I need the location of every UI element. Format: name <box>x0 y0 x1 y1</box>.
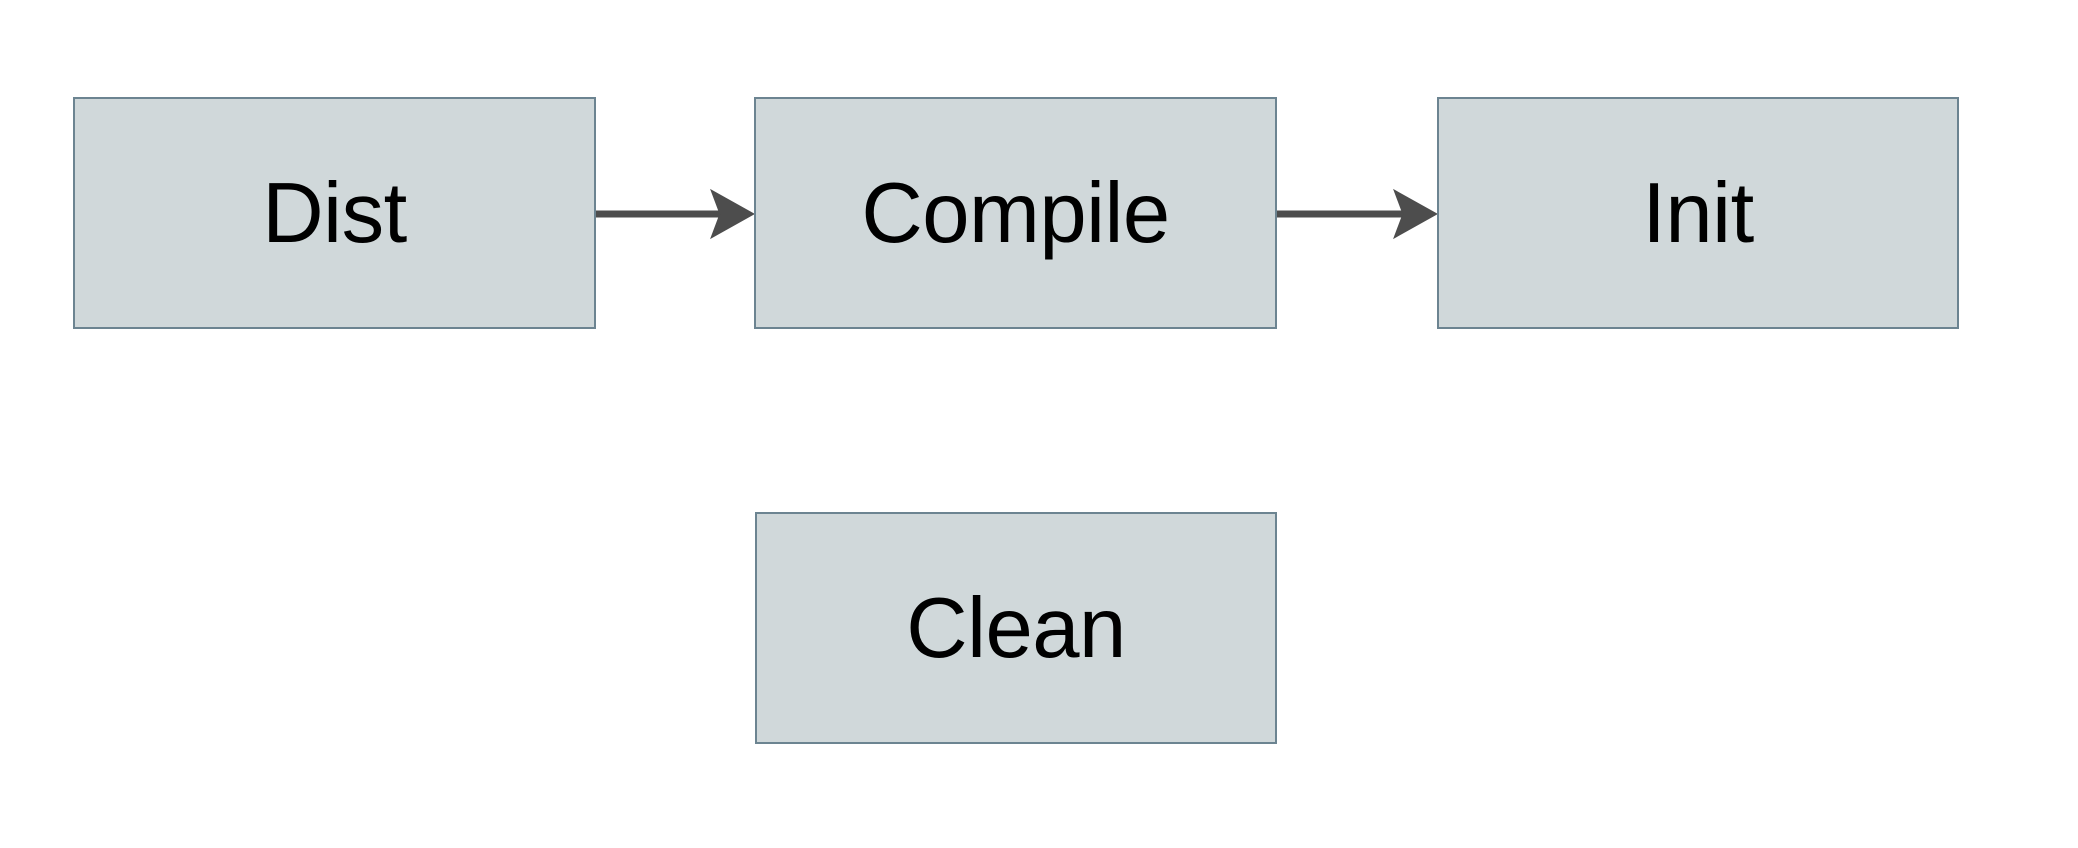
node-compile[interactable]: Compile <box>754 97 1277 329</box>
node-dist[interactable]: Dist <box>73 97 596 329</box>
node-init[interactable]: Init <box>1437 97 1959 329</box>
arrowhead-icon <box>1393 188 1439 240</box>
node-clean-label: Clean <box>906 580 1126 676</box>
node-dist-label: Dist <box>262 165 407 261</box>
edge-compile-init[interactable] <box>1277 188 1439 240</box>
node-clean[interactable]: Clean <box>755 512 1277 744</box>
edge-dist-compile[interactable] <box>596 188 756 240</box>
arrowhead-icon <box>710 188 756 240</box>
node-init-label: Init <box>1642 165 1754 261</box>
node-compile-label: Compile <box>861 165 1170 261</box>
